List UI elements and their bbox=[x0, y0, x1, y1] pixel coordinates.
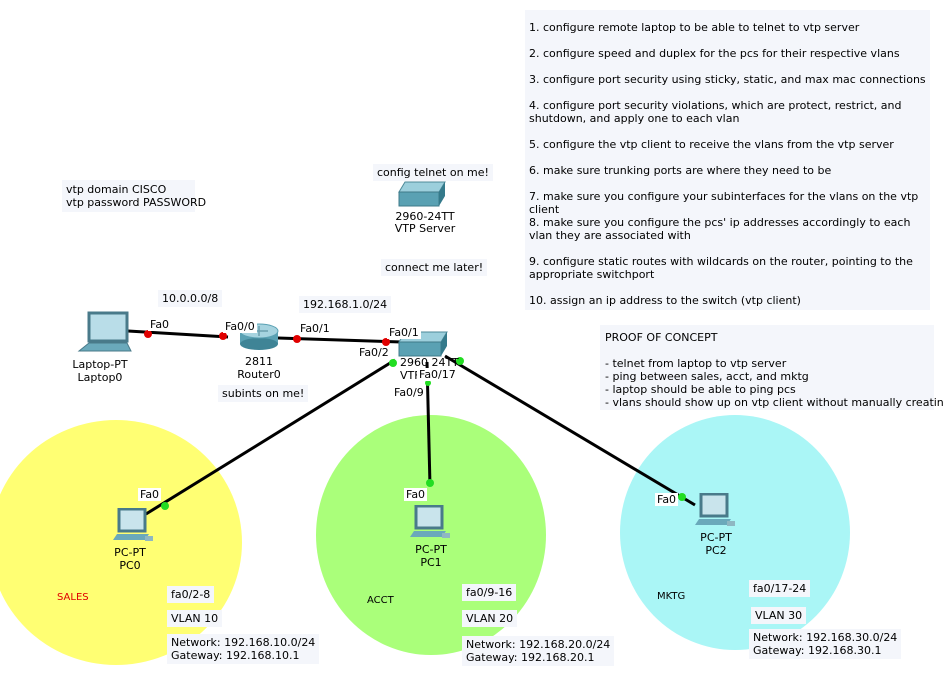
acct-gateway: Gateway: 192.168.20.1 bbox=[466, 651, 595, 664]
poc-item: - vlans should show up on vtp client wit… bbox=[605, 396, 943, 409]
link-status-dot bbox=[456, 357, 464, 365]
port-label: Fa0/17 bbox=[417, 368, 458, 381]
mktg-ports-note: fa0/17-24 bbox=[749, 580, 811, 597]
laptop-model: Laptop-PT bbox=[72, 358, 128, 371]
instruction-item: 3. configure port security using sticky,… bbox=[529, 73, 926, 86]
connect-later-note: connect me later! bbox=[381, 259, 488, 276]
link-status-dot bbox=[219, 332, 227, 340]
instruction-item: 5. configure the vtp client to receive t… bbox=[529, 138, 894, 151]
mktg-network: Network: 192.168.30.0/24 bbox=[753, 631, 898, 644]
instruction-item: 7. make sure you configure your subinter… bbox=[529, 190, 919, 216]
link-status-dot bbox=[161, 502, 169, 510]
vtp-client-model: 2960 24TT bbox=[400, 356, 459, 369]
acct-network-note: Network: 192.168.20.0/24 Gateway: 192.16… bbox=[462, 636, 615, 666]
pc2-name: PC2 bbox=[705, 544, 727, 557]
pc-icon bbox=[695, 492, 735, 526]
instruction-item: 9. configure static routes with wildcard… bbox=[529, 255, 913, 281]
link-status-dot bbox=[678, 493, 686, 501]
pc2[interactable] bbox=[695, 492, 741, 529]
poc-item: - ping between sales, acct, and mktg bbox=[605, 370, 809, 383]
pc0-name: PC0 bbox=[119, 559, 141, 572]
subints-note: subints on me! bbox=[218, 385, 309, 402]
pc2-model: PC-PT bbox=[700, 531, 732, 544]
acct-vlan-note: VLAN 20 bbox=[462, 610, 518, 627]
poc-item: - telnet from laptop to vtp server bbox=[605, 357, 787, 370]
link-switch-pc2[interactable] bbox=[444, 354, 696, 507]
vtp-server-switch[interactable] bbox=[397, 180, 447, 208]
vtp-server-model: 2960-24TT bbox=[395, 210, 455, 223]
mktg-area bbox=[620, 415, 850, 650]
instruction-item: 10. assign an ip address to the switch (… bbox=[529, 294, 801, 307]
mktg-gateway: Gateway: 192.168.30.1 bbox=[753, 644, 882, 657]
link-status-dot bbox=[389, 359, 397, 367]
sales-area-label: SALES bbox=[57, 592, 89, 603]
sales-gateway: Gateway: 192.168.10.1 bbox=[171, 649, 300, 662]
laptop-name: Laptop0 bbox=[77, 371, 123, 384]
port-label: Fa0/1 bbox=[298, 322, 332, 335]
vtp-domain: vtp domain CISCO bbox=[66, 183, 167, 196]
acct-ports-note: fa0/9-16 bbox=[462, 584, 517, 601]
acct-network: Network: 192.168.20.0/24 bbox=[466, 638, 611, 651]
link-switch-pc0[interactable] bbox=[145, 358, 396, 516]
sales-network-note: Network: 192.168.10.0/24 Gateway: 192.16… bbox=[167, 634, 320, 664]
mktg-vlan-note: VLAN 30 bbox=[751, 607, 807, 624]
link-status-dot bbox=[382, 338, 390, 346]
poc-title: PROOF OF CONCEPT bbox=[605, 331, 718, 344]
port-label: Fa0 bbox=[404, 488, 428, 501]
port-label: Fa0 bbox=[138, 488, 162, 501]
port-label: Fa0/9 bbox=[394, 386, 424, 399]
pc0[interactable] bbox=[113, 507, 159, 544]
instruction-item: 2. configure speed and duplex for the pc… bbox=[529, 47, 900, 60]
link-status-dot bbox=[293, 335, 301, 343]
vtp-server-name: VTP Server bbox=[394, 222, 456, 235]
pc-icon bbox=[113, 507, 153, 541]
network-10-note: 10.0.0.0/8 bbox=[158, 290, 223, 307]
link-status-dot bbox=[144, 330, 152, 338]
mktg-network-note: Network: 192.168.30.0/24 Gateway: 192.16… bbox=[749, 629, 902, 659]
port-label: Fa0/2 bbox=[359, 346, 389, 359]
proof-of-concept-note: PROOF OF CONCEPT - telnet from laptop to… bbox=[600, 325, 943, 410]
port-label: Fa0/0 bbox=[223, 320, 257, 333]
switch-icon bbox=[398, 181, 446, 207]
network-192-1-note: 192.168.1.0/24 bbox=[299, 296, 392, 313]
port-label: Fa0 bbox=[655, 493, 679, 506]
instruction-item: 4. configure port security violations, w… bbox=[529, 99, 902, 125]
vtp-password: vtp password PASSWORD bbox=[66, 196, 207, 209]
vtp-credentials-note: vtp domain CISCO vtp password PASSWORD bbox=[62, 180, 206, 212]
router-model: 2811 bbox=[245, 355, 273, 368]
router-name: Router0 bbox=[237, 368, 281, 381]
pc1[interactable] bbox=[410, 504, 456, 541]
sales-network: Network: 192.168.10.0/24 bbox=[171, 636, 316, 649]
pc1-model: PC-PT bbox=[415, 543, 447, 556]
link-laptop-router[interactable] bbox=[127, 329, 229, 339]
pc-icon bbox=[410, 504, 450, 538]
vtp-client-name: VTF bbox=[400, 369, 421, 382]
pc1-name: PC1 bbox=[420, 556, 442, 569]
poc-item: - laptop should be able to ping pcs bbox=[605, 383, 796, 396]
port-label: Fa0 bbox=[148, 318, 172, 331]
link-status-dot bbox=[426, 479, 434, 487]
config-telnet-note: config telnet on me! bbox=[373, 164, 493, 181]
link-status-dot bbox=[425, 380, 431, 386]
port-label: Fa0/1 bbox=[387, 326, 421, 339]
sales-vlan-note: VLAN 10 bbox=[167, 610, 223, 627]
instructions-note: 1. configure remote laptop to be able to… bbox=[525, 10, 930, 310]
pc0-model: PC-PT bbox=[114, 546, 146, 559]
acct-area-label: ACCT bbox=[367, 595, 394, 606]
laptop0[interactable] bbox=[77, 311, 132, 355]
instruction-item: 6. make sure trunking ports are where th… bbox=[529, 164, 832, 177]
sales-ports-note: fa0/2-8 bbox=[167, 586, 215, 603]
instruction-item: 8. make sure you configure the pcs' ip a… bbox=[529, 216, 911, 242]
laptop-icon bbox=[77, 311, 132, 352]
mktg-area-label: MKTG bbox=[657, 591, 686, 602]
instruction-item: 1. configure remote laptop to be able to… bbox=[529, 21, 860, 34]
